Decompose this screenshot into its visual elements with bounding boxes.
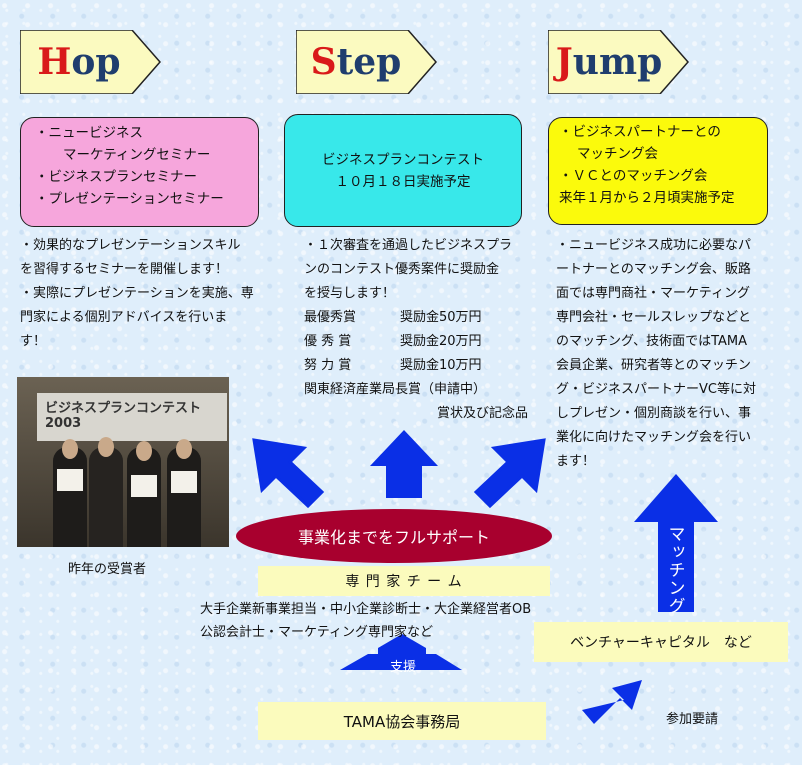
person-head <box>62 439 78 459</box>
participation-request-label: 参加要請 <box>666 712 719 727</box>
jump-rest: ump <box>572 41 663 83</box>
expert-team-bar: 専 門 家 チ ー ム <box>258 566 550 596</box>
step-rest: tep <box>336 41 402 83</box>
tama-office-text: TAMA協会事務局 <box>343 712 461 731</box>
matching-label: マッチング <box>664 525 685 615</box>
jump-description: ・ニュービジネス成功に必要なパ ートナーとのマッチング会、販路 面では専門商社・… <box>556 234 796 474</box>
step-first-letter: S <box>310 41 337 83</box>
award-gift-line: 賞状及び記念品 <box>436 406 528 421</box>
step-contest-box: ビジネスプランコンテスト １０月１８日実施予定 <box>284 114 522 227</box>
certificate <box>131 475 157 497</box>
expert-member-line: 大手企業新事業担当・中小企業診断士・大企業経営者OB <box>200 602 532 617</box>
person-figure <box>167 447 201 547</box>
jump-box-line: マッチング会 <box>577 146 658 162</box>
hop-box-line: ・ニュービジネス <box>35 125 143 141</box>
prize-value: 奨励金20万円 <box>400 334 482 349</box>
award-winners-photo: ビジネスプランコンテスト2003 <box>17 377 229 547</box>
kanto-award-line: 関東経済産業局長賞（申請中） <box>304 382 487 397</box>
hop-box-line: ・ビジネスプランセミナー <box>35 169 197 185</box>
arrow-to-hop <box>252 438 325 509</box>
support-label: 支援 <box>389 660 416 675</box>
venture-capital-bar: ベンチャーキャピタル など <box>534 622 788 662</box>
expert-team-title: 専 門 家 チ ー ム <box>345 574 463 590</box>
expert-member-line: 公認会計士・マーケティング専門家など <box>200 625 433 640</box>
venture-capital-text: ベンチャーキャピタル など <box>570 635 752 651</box>
jump-desc-line: 業化に向けたマッチング会を行い <box>556 430 752 445</box>
step-desc-line: ・１次審査を通過したビジネスプラ <box>304 238 513 253</box>
person-head <box>136 441 152 461</box>
person-head <box>176 439 192 459</box>
jump-desc-line: のマッチング、技術面ではTAMA <box>556 334 748 349</box>
prize-name: 努 力 賞 <box>304 358 352 373</box>
jump-box-line: ・ビジネスパートナーとの <box>559 124 721 140</box>
matching-arrow <box>634 474 718 612</box>
jump-desc-line: ートナーとのマッチング会、販路 <box>556 262 751 277</box>
arrow-to-step <box>370 430 438 498</box>
jump-desc-line: しプレゼン・個別商談を行い、事 <box>556 406 752 421</box>
person-figure <box>53 447 87 547</box>
hop-box-line: マーケティングセミナー <box>63 147 211 163</box>
photo-banner: ビジネスプランコンテスト2003 <box>37 393 227 441</box>
hop-desc-line: を習得するセミナーを開催します！ <box>20 262 229 277</box>
hop-description: ・効果的なプレゼンテーションスキル を習得するセミナーを開催します！ ・実際にプ… <box>20 234 270 354</box>
step-desc-line: を授与します！ <box>304 286 396 301</box>
jump-desc-line: ・ニュービジネス成功に必要なパ <box>556 238 752 253</box>
full-support-ellipse: 事業化までをフルサポート <box>236 509 552 563</box>
step-description: ・１次審査を通過したビジネスプラ ンのコンテスト優秀案件に奨励金 を授与します！… <box>304 234 544 426</box>
hop-desc-line: す！ <box>20 334 47 349</box>
full-support-text: 事業化までをフルサポート <box>297 528 490 547</box>
certificate <box>171 471 197 493</box>
prize-value: 奨励金50万円 <box>400 310 482 325</box>
hop-first-letter: H <box>37 41 72 83</box>
jump-desc-line: 会員企業、研究者等とのマッチン <box>556 358 751 373</box>
photo-caption: 昨年の受賞者 <box>68 562 147 577</box>
tama-office-bar: TAMA協会事務局 <box>258 702 546 740</box>
jump-desc-line: 専門会社・セールスレップなどと <box>556 310 752 325</box>
prize-value: 奨励金10万円 <box>400 358 482 373</box>
hop-rest: op <box>71 41 121 83</box>
jump-first-letter: J <box>555 41 573 83</box>
hop-desc-line: 門家による個別アドバイスを行いま <box>20 310 228 325</box>
support-arrow <box>340 634 462 670</box>
jump-desc-line: 面では専門商社・マーケティング <box>556 286 750 301</box>
participation-arrow <box>582 680 642 724</box>
jump-box-line: ・ＶＣとのマッチング会 <box>559 168 708 184</box>
hop-desc-line: ・実際にプレゼンテーションを実施、専 <box>20 286 254 301</box>
step-box-line: ビジネスプランコンテスト <box>322 151 484 168</box>
hop-seminar-box: ・ニュービジネス マーケティングセミナー ・ビジネスプランセミナー ・プレゼンテ… <box>20 117 259 227</box>
prize-row: 優 秀 賞 奨励金20万円 <box>304 330 544 354</box>
expert-team-members: 大手企業新事業担当・中小企業診断士・大企業経営者OB 公認会計士・マーケティング… <box>200 598 620 644</box>
photo-banner-text: ビジネスプランコンテスト2003 <box>45 401 202 431</box>
certificate <box>57 469 83 491</box>
person-head <box>98 437 114 457</box>
jump-desc-line: ます！ <box>556 454 596 469</box>
prize-name: 優 秀 賞 <box>304 334 352 349</box>
hop-desc-line: ・効果的なプレゼンテーションスキル <box>20 238 241 253</box>
hop-box-line: ・プレゼンテーションセミナー <box>35 191 224 207</box>
jump-matching-box: ・ビジネスパートナーとの マッチング会 ・ＶＣとのマッチング会 来年１月から２月… <box>548 117 768 225</box>
jump-desc-line: グ・ビジネスパートナーVC等に対 <box>556 382 756 397</box>
prize-name: 最優秀賞 <box>304 310 357 325</box>
prize-row: 努 力 賞 奨励金10万円 <box>304 354 544 378</box>
step-box-line: １０月１８日実施予定 <box>335 173 471 190</box>
jump-box-line: 来年１月から２月頃実施予定 <box>559 190 735 206</box>
arrow-to-jump <box>473 438 546 509</box>
prize-row: 最優秀賞 奨励金50万円 <box>304 306 544 330</box>
person-figure <box>89 447 123 547</box>
person-figure <box>127 447 161 547</box>
step-desc-line: ンのコンテスト優秀案件に奨励金 <box>304 262 500 277</box>
